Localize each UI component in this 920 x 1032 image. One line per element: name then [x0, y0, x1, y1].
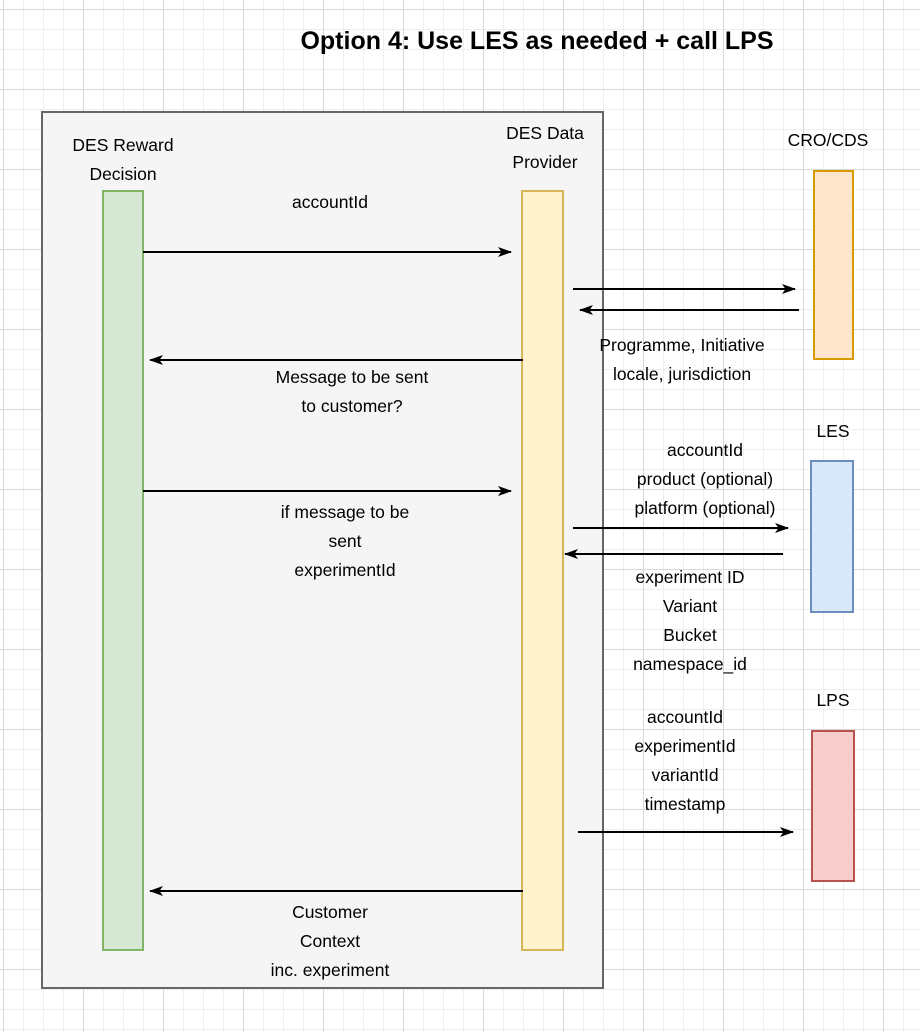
- actor-label-les: LES: [816, 421, 850, 441]
- message-label-account-id: accountId: [292, 192, 368, 212]
- message-label-les-request: accountId product (optional) platform (o…: [634, 440, 776, 518]
- lifeline-bar-cro-cds: [813, 170, 854, 360]
- actor-label-lps: LPS: [816, 690, 850, 710]
- actor-label-cro-cds: CRO/CDS: [787, 130, 869, 150]
- message-label-customer-context: Customer Context inc. experiment: [270, 902, 390, 980]
- lifeline-bar-des-reward-decision: [102, 190, 144, 951]
- message-label-lps-request: accountId experimentId variantId timesta…: [634, 707, 736, 814]
- lifeline-bar-lps: [811, 730, 855, 882]
- message-label-message-to-customer: Message to be sent to customer?: [275, 367, 429, 416]
- actor-label-des-reward-decision: DES Reward Decision: [72, 135, 174, 184]
- lifeline-bar-des-data-provider: [521, 190, 564, 951]
- message-label-les-response: experiment ID Variant Bucket namespace_i…: [633, 567, 747, 674]
- lifeline-bar-les: [810, 460, 854, 613]
- actor-label-des-data-provider: DES Data Provider: [506, 123, 584, 172]
- message-label-cro-exchange: Programme, Initiative locale, jurisdicti…: [599, 335, 765, 384]
- diagram-title: Option 4: Use LES as needed + call LPS: [300, 27, 774, 55]
- message-label-if-message: if message to be sent experimentId: [280, 502, 410, 580]
